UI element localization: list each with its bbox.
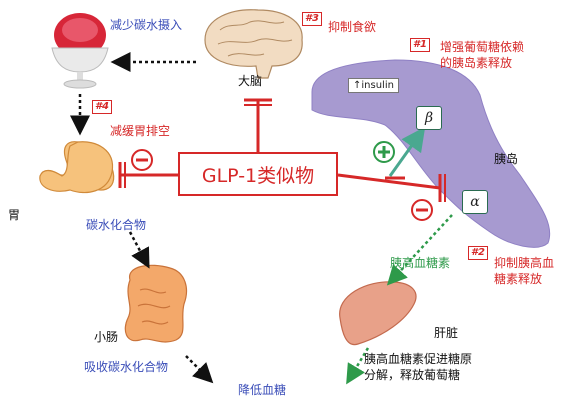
absorb-carb-label: 吸收碳水化合物 xyxy=(84,360,169,374)
arrow-alpha-to-liver xyxy=(386,214,453,286)
carbohydrate-label: 碳水化合物 xyxy=(86,218,147,232)
minus-sign-alpha xyxy=(411,199,433,221)
lower-blood-sugar-label: 降低血糖 xyxy=(238,383,287,397)
stomach-label: 胃 xyxy=(8,208,21,222)
stomach-icon xyxy=(39,141,115,194)
liver-label: 肝脏 xyxy=(434,326,459,340)
alpha-cell: α xyxy=(462,190,488,214)
alpha-symbol: α xyxy=(470,194,480,210)
minus-sign-stomach xyxy=(131,149,153,171)
alpha-inhibit-line xyxy=(337,173,441,190)
beta-stimulate-arrow xyxy=(388,126,426,177)
insulin-label: ↑insulin xyxy=(348,78,399,93)
glp1-analog-box: GLP-1类似物 xyxy=(178,152,338,196)
pancreas-shape xyxy=(311,59,551,248)
brain-label: 大脑 xyxy=(238,74,263,88)
arrow-intestine-to-outcome xyxy=(185,355,214,384)
pancreas-label: 胰岛 xyxy=(494,152,519,166)
pancreas-effect2-line2: 糖素释放 xyxy=(494,272,543,286)
plus-sign-beta xyxy=(373,141,395,163)
reduce-carb-intake-label: 减少碳水摄入 xyxy=(110,18,183,32)
intestine-icon xyxy=(124,264,188,343)
liver-icon xyxy=(339,281,417,346)
stomach-effect-label: 减缓胃排空 xyxy=(110,124,171,138)
glp1-analog-label: GLP-1类似物 xyxy=(201,164,315,187)
beta-symbol: β xyxy=(424,110,434,126)
glucagon-label: 胰高血糖素 xyxy=(390,256,451,270)
arrow-carb-to-intestine xyxy=(128,231,150,269)
liver-effect-line2: 分解，释放葡萄糖 xyxy=(364,368,461,382)
tag-2: #2 xyxy=(468,246,488,260)
pancreas-effect1-line1: 增强葡萄糖依赖 xyxy=(440,40,525,54)
liver-effect-line1: 胰高血糖素促进糖原 xyxy=(364,352,473,366)
wine-glass-icon xyxy=(51,13,109,89)
beta-cell: β xyxy=(416,106,442,130)
pancreas-effect2-line1: 抑制胰高血 xyxy=(494,256,555,270)
tag-4: #4 xyxy=(92,100,112,114)
brain-icon xyxy=(204,9,303,79)
pancreas-effect1-line2: 的胰岛素释放 xyxy=(440,56,513,70)
brain-effect-label: 抑制食欲 xyxy=(328,20,377,34)
tag-1: #1 xyxy=(410,38,430,52)
intestine-label: 小肠 xyxy=(94,330,119,344)
tag-3: #3 xyxy=(302,12,322,26)
